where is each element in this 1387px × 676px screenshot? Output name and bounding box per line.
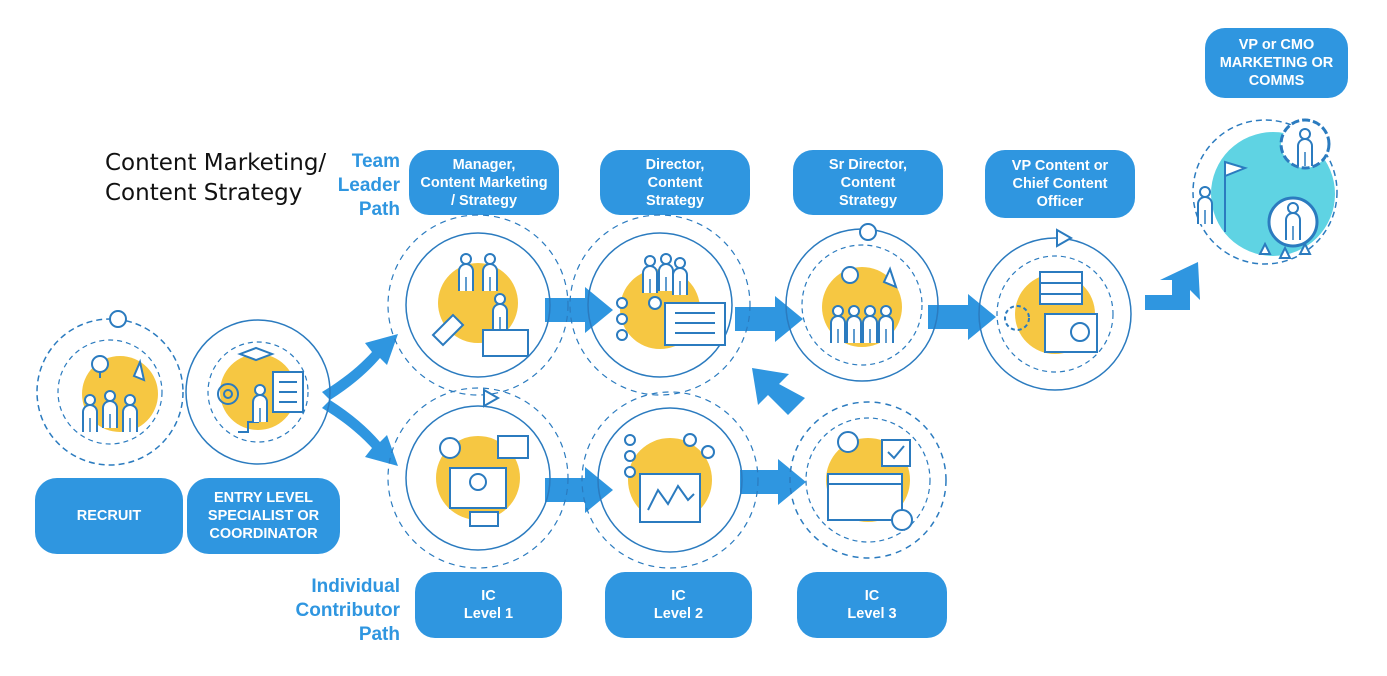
role-entry-level: ENTRY LEVEL SPECIALIST OR COORDINATOR [187, 478, 340, 554]
role-ic-level-3: IC Level 3 [797, 572, 947, 638]
data-dashboard-icon [1004, 271, 1098, 353]
support-laptop-icon [439, 435, 529, 527]
analytics-monitor-icon [624, 433, 715, 523]
arrow-ic3-director-icon [752, 368, 805, 415]
arrow-manager-director-icon [545, 287, 613, 333]
role-ic-level-2: IC Level 2 [605, 572, 752, 638]
node-ic-level-1 [387, 387, 569, 569]
arrow-ic2-ic3-icon [740, 459, 806, 505]
web-settings-icon [827, 431, 913, 531]
team-idea-icon [830, 266, 898, 344]
team-manager-icon [431, 253, 529, 357]
idea-team-icon [82, 355, 146, 433]
role-director: Director, Content Strategy [600, 150, 750, 215]
title-line-1: Content Marketing/ [105, 150, 327, 176]
role-manager: Manager, Content Marketing / Strategy [409, 150, 559, 215]
leader-flag-icon [1197, 118, 1331, 259]
branch-arrow-up-icon [322, 334, 398, 400]
node-ic-level-3 [789, 401, 947, 559]
role-recruit: RECRUIT [35, 478, 183, 554]
arrow-ic1-ic2-icon [545, 467, 613, 513]
team-leader-path-label: Team Leader Path [337, 151, 400, 220]
branch-arrow-down-icon [322, 400, 398, 466]
node-recruit [36, 310, 184, 466]
role-sr-director: Sr Director, Content Strategy [793, 150, 943, 215]
node-manager [387, 214, 569, 396]
role-vp-cmo: VP or CMO MARKETING OR COMMS [1205, 28, 1348, 98]
node-director [569, 214, 751, 396]
individual-contributor-path-label: Individual Contributor Path [295, 576, 400, 645]
title-line-2: Content Strategy [105, 180, 303, 206]
decision-checklist-icon [616, 253, 726, 346]
node-ic-level-2 [581, 391, 759, 569]
role-vp-content: VP Content or Chief Content Officer [985, 150, 1135, 218]
arrow-vp-cmo-icon [1145, 262, 1200, 310]
career-ladder-icon [217, 346, 304, 433]
node-sr-director [785, 223, 939, 382]
role-ic-level-1: IC Level 1 [415, 572, 562, 638]
page-title: Content Marketing/ Content Strategy [105, 148, 326, 208]
node-entry-level [185, 319, 331, 465]
node-vp-content [978, 228, 1132, 391]
node-vp-cmo [1192, 118, 1338, 265]
